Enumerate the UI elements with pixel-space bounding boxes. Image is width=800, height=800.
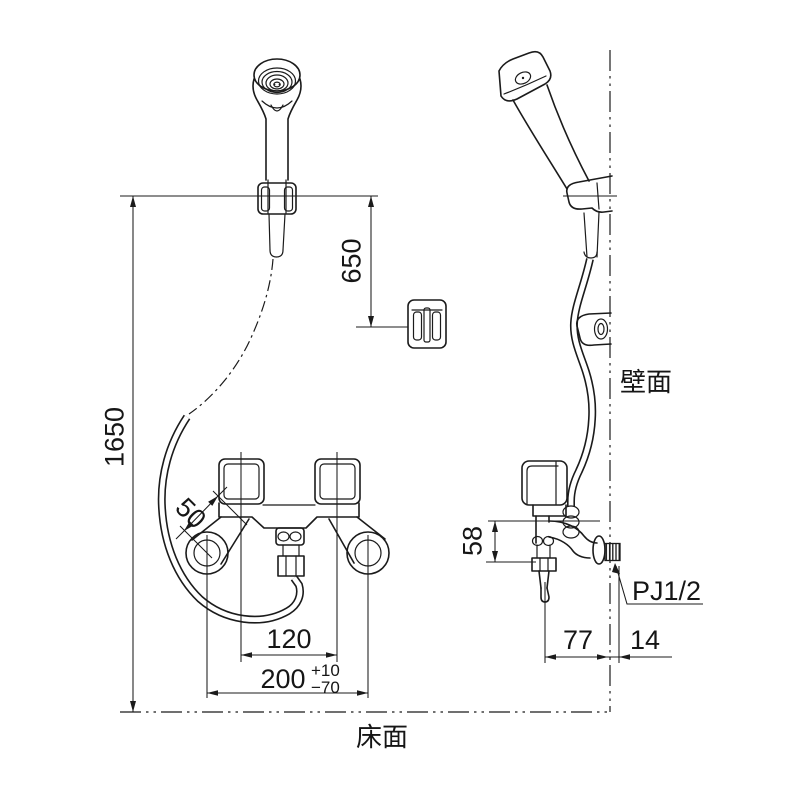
dim-mount-pitch: 200 [260, 664, 305, 694]
faucet-front [185, 458, 390, 577]
dim-mount-pitch-tol-lower: −70 [311, 678, 340, 697]
dim-spout-to-wall: 77 [563, 625, 593, 655]
dim-mount-pitch-tol-upper: +10 [311, 661, 340, 680]
dim-handle-pitch: 120 [266, 624, 311, 654]
shower-head-side [498, 50, 600, 259]
shower-hanger-front [257, 182, 297, 215]
dimensions: 1650 650 50 120 200 +10 −70 床面 壁面 [99, 195, 703, 752]
wall-connection [592, 535, 621, 565]
thread-label: PJ1/2 [632, 576, 701, 606]
faucet-side [521, 460, 598, 603]
pj-thread [604, 542, 621, 562]
floor-label: 床面 [356, 722, 408, 752]
dim-spout-drop: 58 [457, 526, 487, 556]
dim-overall-height: 1650 [99, 407, 129, 467]
shower-hose-front [157, 258, 304, 624]
dim-hanger-drop: 650 [336, 238, 366, 283]
shower-hose-side [567, 258, 597, 507]
hose-hook-front [407, 299, 447, 349]
dim-handle-width: 50 [169, 492, 211, 534]
hose-hook-side [575, 312, 612, 347]
wall-label: 壁面 [620, 367, 672, 397]
dim-wall-embed: 14 [630, 625, 660, 655]
shower-head-front [252, 58, 302, 258]
